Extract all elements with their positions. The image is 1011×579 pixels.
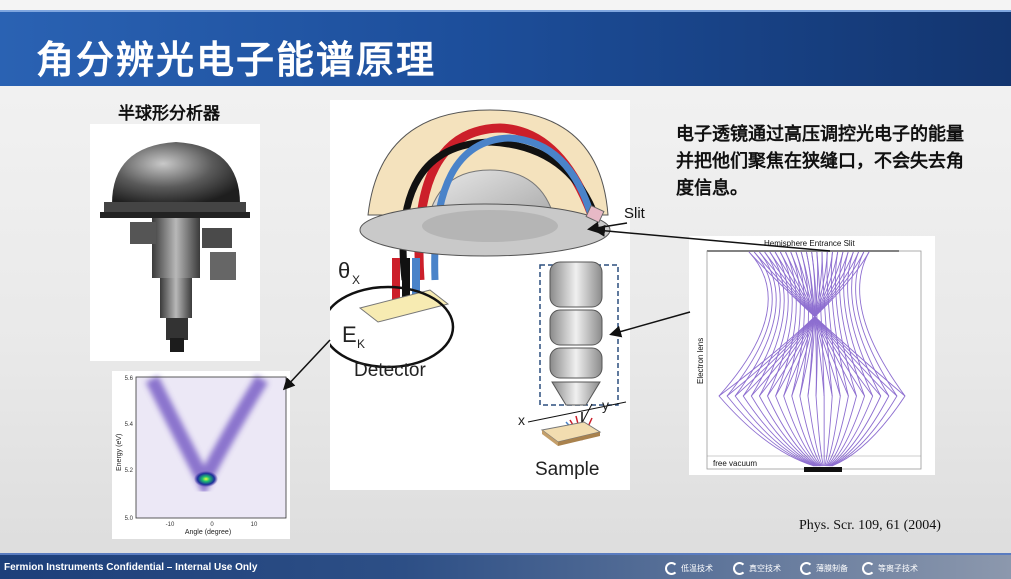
analyzer-schematic-panel: θ X E K Detector Sample x y bbox=[321, 100, 630, 490]
analyzer-schematic: θ X E K Detector Sample x y bbox=[321, 109, 627, 480]
arpes-xlabel: Angle (degree) bbox=[185, 529, 231, 536]
xtick-label: 10 bbox=[251, 522, 258, 528]
xtick-label: -10 bbox=[166, 522, 175, 528]
citation: Phys. Scr. 109, 61 (2004) bbox=[799, 518, 941, 533]
analyzer-photo-drawing bbox=[100, 142, 250, 352]
electron-ray bbox=[831, 251, 898, 467]
footer-bar: Fermion Instruments Confidential – Inter… bbox=[0, 553, 1011, 579]
arpes-ylabel: Energy (eV) bbox=[116, 434, 123, 471]
lens-bottom-label: free vacuum bbox=[713, 459, 757, 468]
electron-ray bbox=[759, 251, 890, 397]
electron-ray bbox=[799, 251, 823, 467]
electron-ray bbox=[783, 251, 821, 467]
lens-trajectory-plot: Hemisphere Entrance Slit free vacuum Ele… bbox=[696, 239, 922, 472]
electron-ray bbox=[821, 251, 833, 467]
electron-ray bbox=[830, 251, 890, 467]
detector-label: Detector bbox=[354, 360, 426, 381]
company-logo-icon bbox=[800, 561, 813, 575]
electron-ray bbox=[827, 251, 866, 467]
badge-vacuum: 真空技术 bbox=[733, 560, 781, 576]
company-logo-icon bbox=[665, 561, 678, 575]
confidential-notice: Fermion Instruments Confidential – Inter… bbox=[4, 562, 258, 573]
electron-ray bbox=[828, 251, 874, 467]
badge-label: 真空技术 bbox=[749, 563, 781, 573]
ytick-label: 5.0 bbox=[125, 516, 134, 522]
badge-label: 等离子技术 bbox=[878, 563, 918, 573]
energy-symbol: E bbox=[342, 322, 357, 347]
ytick-label: 5.4 bbox=[125, 422, 134, 428]
electron-ray bbox=[829, 251, 882, 467]
axis-y-label: y bbox=[602, 397, 609, 413]
arpes-xticks: -10 0 10 bbox=[166, 522, 258, 528]
electron-ray bbox=[726, 251, 815, 467]
electron-rays bbox=[718, 251, 906, 467]
title-bar: 角分辨光电子能谱原理 bbox=[0, 10, 1011, 86]
electron-ray bbox=[826, 251, 857, 467]
ytick-label: 5.6 bbox=[125, 376, 134, 382]
electron-ray bbox=[748, 251, 906, 397]
lens-top-label: Hemisphere Entrance Slit bbox=[764, 239, 855, 248]
slit-label: Slit bbox=[624, 205, 645, 222]
xtick-label: 0 bbox=[210, 522, 214, 528]
ytick-label: 5.2 bbox=[125, 468, 134, 474]
electron-ray bbox=[734, 251, 816, 467]
lens-description: 电子透镜通过高压调控光电子的能量并把他们聚焦在狭缝口，不会失去角度信息。 bbox=[676, 124, 964, 199]
lens-side-label: Electron lens bbox=[696, 338, 705, 384]
theta-label: θ X bbox=[338, 258, 360, 287]
badge-cryogenic: 低温技术 bbox=[665, 560, 713, 576]
page-title: 角分辨光电子能谱原理 bbox=[36, 37, 437, 82]
electron-ray bbox=[718, 251, 870, 397]
arpes-spectrum-panel: 5.6 5.4 5.2 5.0 -10 0 10 Angle (degree) … bbox=[112, 371, 290, 539]
analyzer-photo bbox=[90, 124, 260, 361]
electron-ray bbox=[758, 251, 819, 467]
company-logo-icon bbox=[862, 561, 875, 575]
axis-x-label: x bbox=[518, 412, 525, 428]
theta-subscript: X bbox=[352, 273, 360, 287]
badge-label: 低温技术 bbox=[681, 563, 713, 573]
theta-symbol: θ bbox=[338, 258, 350, 283]
sample-label: Sample bbox=[535, 459, 599, 480]
electron-ray bbox=[825, 251, 841, 467]
electron-ray bbox=[718, 251, 815, 467]
energy-subscript: K bbox=[357, 337, 365, 351]
lens-trajectory-panel: Hemisphere Entrance Slit free vacuum Ele… bbox=[689, 236, 935, 475]
badge-label: 薄膜制备 bbox=[816, 563, 848, 573]
company-logo-icon bbox=[733, 561, 746, 575]
electron-ray bbox=[826, 251, 849, 467]
hemisphere-label: 半球形分析器 bbox=[118, 104, 220, 124]
badge-plasma: 等离子技术 bbox=[862, 560, 918, 576]
energy-label: E K bbox=[342, 322, 365, 351]
arpes-spectrum: 5.6 5.4 5.2 5.0 -10 0 10 Angle (degree) … bbox=[116, 375, 287, 536]
badge-thin-film: 薄膜制备 bbox=[800, 560, 848, 576]
electron-ray bbox=[816, 251, 825, 467]
arpes-yticks: 5.6 5.4 5.2 5.0 bbox=[125, 376, 134, 522]
electron-ray bbox=[767, 251, 819, 467]
